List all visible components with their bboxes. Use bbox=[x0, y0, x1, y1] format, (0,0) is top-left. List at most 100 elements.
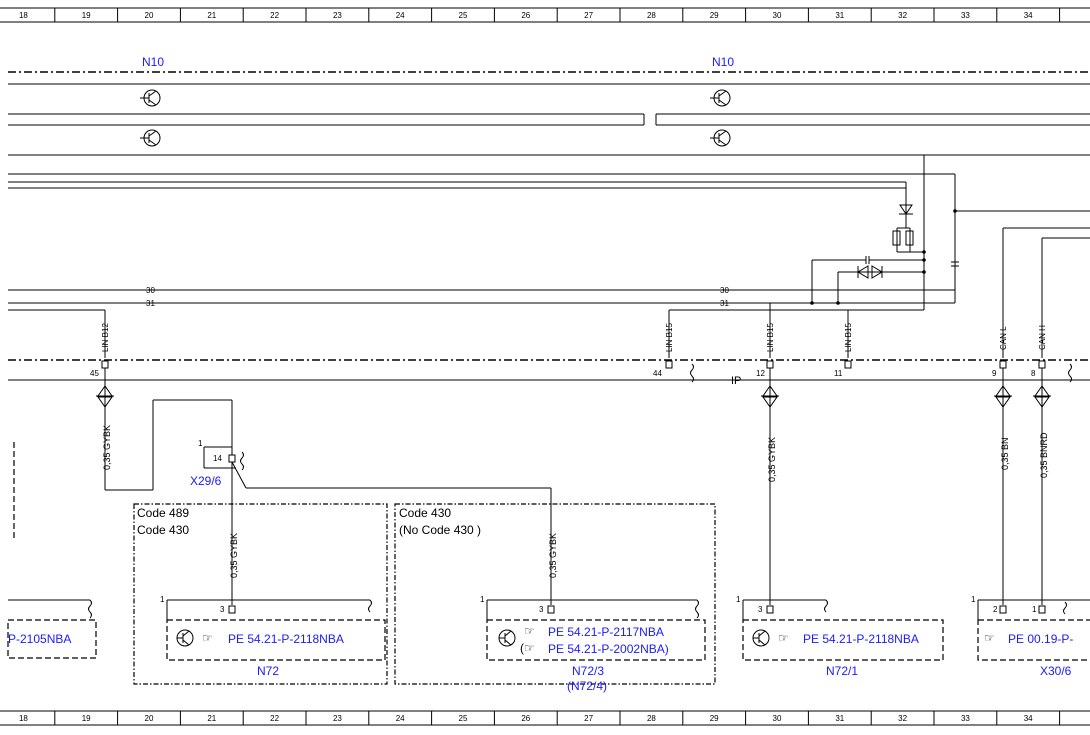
n72-1-label: N72/1 bbox=[826, 664, 858, 678]
transistor-icon bbox=[710, 89, 731, 107]
code-box-430 bbox=[394, 503, 716, 685]
pin-3: 3 bbox=[758, 605, 763, 614]
top-grid-number: 31 bbox=[835, 11, 844, 20]
pin-socket-icon bbox=[101, 360, 1046, 369]
lin-b15-tag: LIN B15 bbox=[766, 323, 775, 352]
bottom-grid-number: 24 bbox=[396, 714, 405, 723]
code-label: Code 430 bbox=[137, 523, 189, 537]
top-grid-number: 25 bbox=[459, 11, 468, 20]
transistor-icon bbox=[710, 129, 731, 147]
wire-label: 0,35 GYBK bbox=[102, 425, 112, 470]
bottom-grid-number: 28 bbox=[647, 714, 656, 723]
top-grid-number: 27 bbox=[584, 11, 593, 20]
shield-symbol-icon bbox=[96, 385, 114, 408]
ref-link[interactable]: P-2105NBA bbox=[8, 632, 71, 646]
top-grid-number: 18 bbox=[19, 11, 28, 20]
pin-9: 9 bbox=[992, 369, 997, 378]
transistor-icon bbox=[140, 129, 161, 147]
line-31-label: 31 bbox=[720, 299, 729, 308]
x29-connector bbox=[203, 446, 244, 471]
x30-label: X30/6 bbox=[1040, 664, 1072, 678]
bottom-grid-number: 20 bbox=[145, 714, 154, 723]
ref-link[interactable]: PE 54.21-P-2118NBA bbox=[803, 632, 919, 646]
wire-label: 0,35 BN bbox=[1000, 437, 1010, 470]
n72-4-label: (N72/4) bbox=[567, 679, 607, 693]
code-box-489 bbox=[133, 503, 388, 685]
wire-break-icon bbox=[690, 363, 694, 383]
transistor-icon bbox=[498, 629, 516, 647]
n72-3-component bbox=[486, 599, 706, 661]
pin-44: 44 bbox=[653, 369, 662, 378]
x29-label: X29/6 bbox=[190, 474, 222, 488]
bottom-grid-number: 27 bbox=[584, 714, 593, 723]
pin-1: 1 bbox=[736, 595, 741, 604]
top-grid-number: 19 bbox=[82, 11, 91, 20]
bottom-grid-number: 22 bbox=[270, 714, 279, 723]
ref-link[interactable]: PE 54.21-P-2002NBA) bbox=[548, 642, 669, 656]
top-grid-number: 34 bbox=[1024, 11, 1033, 20]
bottom-grid-number: 26 bbox=[521, 714, 530, 723]
top-grid-number: 33 bbox=[961, 11, 970, 20]
bottom-grid-number: 30 bbox=[773, 714, 782, 723]
resistor-icon bbox=[905, 230, 914, 246]
top-grid-number: 26 bbox=[521, 11, 530, 20]
hand-pointer-icon: (☞ bbox=[520, 641, 535, 655]
hand-pointer-icon: ☞ bbox=[984, 631, 995, 645]
top-grid-number: 29 bbox=[710, 11, 719, 20]
ref-link[interactable]: PE 00.19-P- bbox=[1008, 632, 1073, 646]
wire-label: 0,35 BNRD bbox=[1039, 432, 1049, 478]
wire-label: 0,35 GYBK bbox=[229, 533, 239, 578]
n72-3-label: N72/3 bbox=[572, 664, 604, 678]
can-l-tag: CAN L bbox=[999, 326, 1008, 350]
transistor-icon bbox=[176, 629, 194, 647]
n72-label: N72 bbox=[257, 664, 279, 678]
pin-45: 45 bbox=[90, 369, 99, 378]
wire-label: 0,35 GYBK bbox=[767, 437, 777, 482]
top-grid-number: 23 bbox=[333, 11, 342, 20]
zener-diode-icon bbox=[857, 265, 883, 279]
wire-break-icon bbox=[1068, 363, 1072, 383]
transistor-icon bbox=[140, 89, 161, 107]
code-label: (No Code 430 ) bbox=[399, 523, 481, 537]
line-30-label: 30 bbox=[146, 286, 155, 295]
pin-3: 3 bbox=[539, 605, 544, 614]
line-30-label: 30 bbox=[720, 286, 729, 295]
pin-12: 12 bbox=[756, 369, 765, 378]
bottom-grid-number: 29 bbox=[710, 714, 719, 723]
pin-1: 1 bbox=[480, 595, 485, 604]
bottom-grid-number: 19 bbox=[82, 714, 91, 723]
code-label: Code 430 bbox=[399, 506, 451, 520]
wire-break-icon bbox=[240, 451, 244, 471]
n10-right-label: N10 bbox=[712, 55, 734, 69]
hand-pointer-icon: ☞ bbox=[202, 631, 213, 645]
resistor-icon bbox=[892, 230, 901, 246]
transistor-icon bbox=[752, 629, 770, 647]
bottom-grid-number: 21 bbox=[207, 714, 216, 723]
component-left-cut bbox=[7, 599, 97, 659]
bottom-grid-number: 23 bbox=[333, 714, 342, 723]
bottom-grid-number: 18 bbox=[19, 714, 28, 723]
pin-8: 8 bbox=[1031, 369, 1036, 378]
wire-label: 0,35 GYBK bbox=[548, 533, 558, 578]
ref-link[interactable]: PE 54.21-P-2117NBA bbox=[548, 625, 664, 639]
x30-component bbox=[977, 599, 1090, 661]
top-grid-number: 28 bbox=[647, 11, 656, 20]
ref-link[interactable]: PE 54.21-P-2118NBA bbox=[228, 632, 344, 646]
lin-b15-tag: LIN B15 bbox=[844, 323, 853, 352]
ip-label: IP bbox=[731, 375, 741, 387]
n72-1-component bbox=[742, 599, 944, 661]
hand-pointer-icon: ☞ bbox=[524, 624, 535, 638]
code-label: Code 489 bbox=[137, 506, 189, 520]
bottom-grid-number: 34 bbox=[1024, 714, 1033, 723]
top-grid-number: 24 bbox=[396, 11, 405, 20]
shield-symbol-icon bbox=[761, 385, 779, 408]
n72-component bbox=[166, 599, 386, 661]
pin-1: 1 bbox=[198, 439, 203, 448]
can-h-tag: CAN H bbox=[1038, 325, 1047, 350]
pin-14: 14 bbox=[213, 454, 222, 463]
top-grid-number: 22 bbox=[270, 11, 279, 20]
top-grid-number: 30 bbox=[773, 11, 782, 20]
line-31-label: 31 bbox=[146, 299, 155, 308]
hand-pointer-icon: ☞ bbox=[778, 631, 789, 645]
